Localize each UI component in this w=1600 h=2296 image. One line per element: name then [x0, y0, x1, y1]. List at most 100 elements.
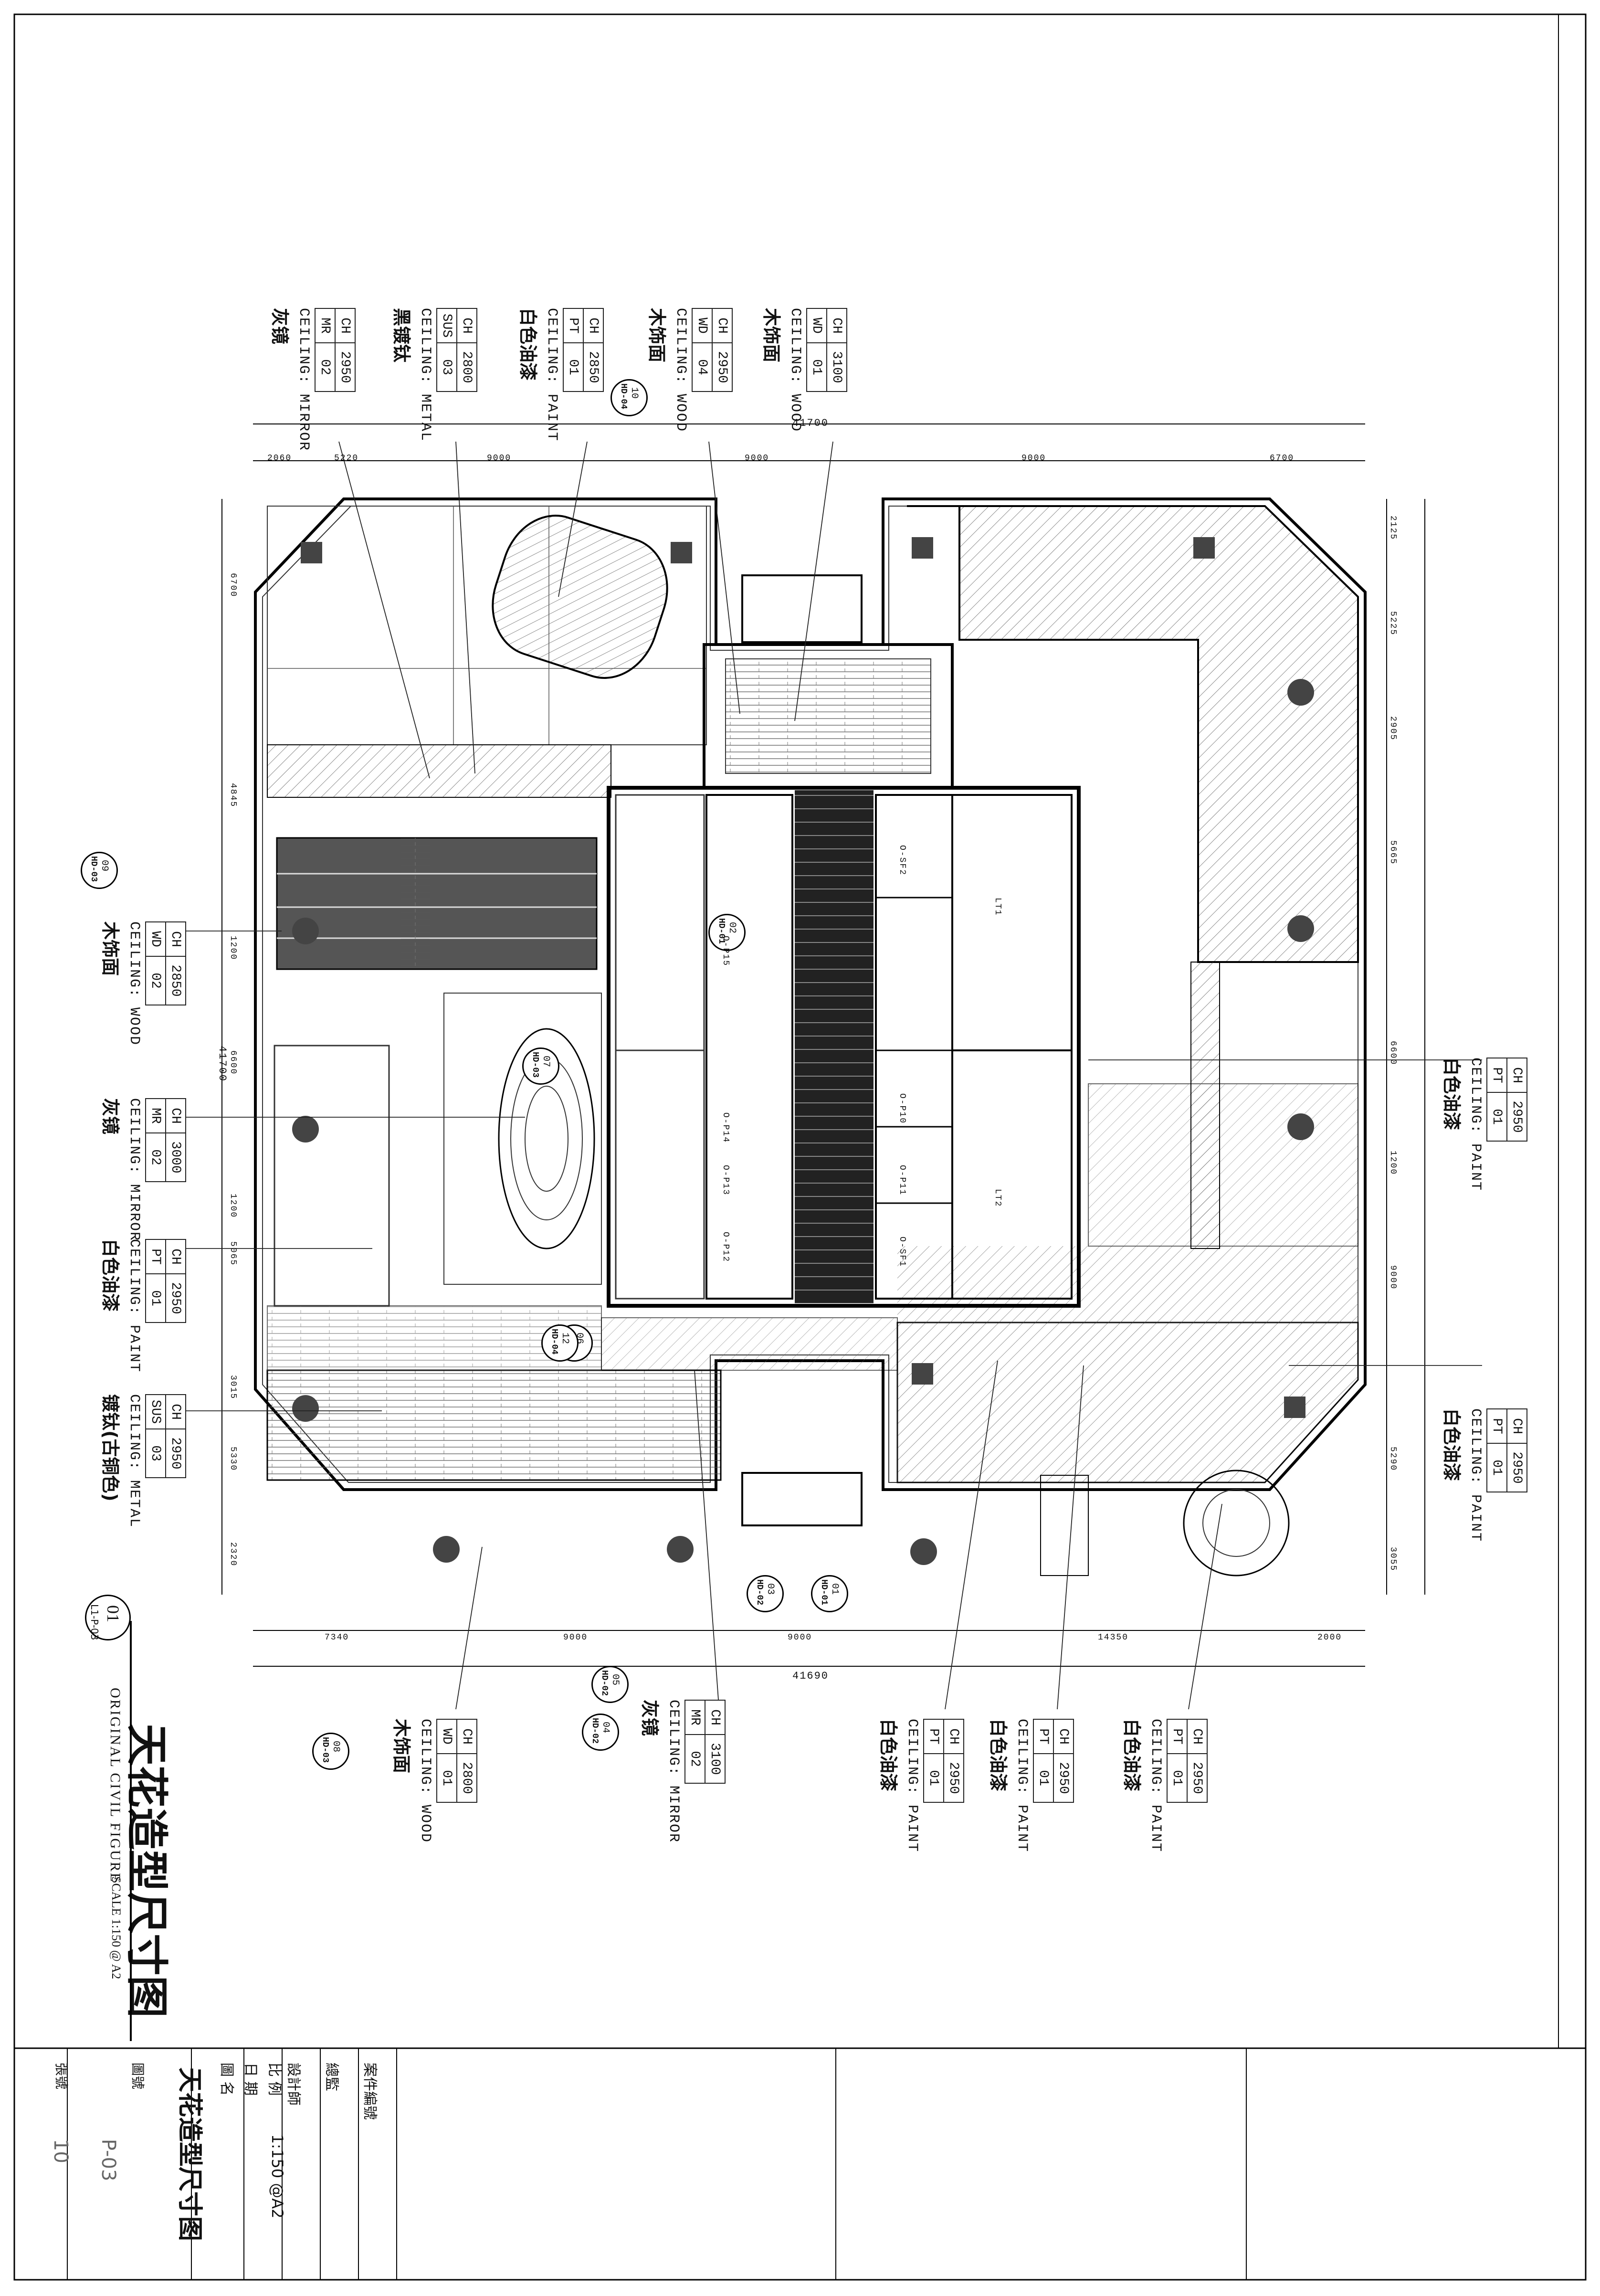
- tag-ch-label: CH: [944, 1720, 963, 1754]
- tag-ch-value: 2950: [1509, 1451, 1525, 1484]
- room-label: LT2: [993, 1189, 1002, 1207]
- tag-mat-label: PT: [924, 1720, 943, 1754]
- ceiling-type-text: CEILING: METAL: [126, 1394, 142, 1528]
- section-marker-number: 12: [559, 1333, 570, 1344]
- dim-text-left: 5065: [228, 1241, 238, 1266]
- dim-text-left: 3015: [228, 1375, 238, 1400]
- east-corridor: [1190, 962, 1220, 1249]
- tag-ch-label: CH: [166, 1099, 185, 1133]
- tag-ch-label: CH: [1507, 1058, 1526, 1093]
- tag-mat-value: 01: [1489, 1109, 1505, 1125]
- tag-ch-value: 2950: [1509, 1100, 1525, 1133]
- north-entry: [741, 574, 863, 643]
- ceiling-type-text: CEILING: PAINT: [1467, 1058, 1484, 1192]
- oval-ceiling-feature: [492, 515, 668, 679]
- tag-ch-value: 2950: [946, 1762, 961, 1794]
- hatched-zone-e: [1088, 1083, 1358, 1247]
- section-marker-number: 05: [610, 1674, 621, 1686]
- tag-ch-label: CH: [166, 1395, 185, 1429]
- tb-drawing-name: 天花造型尺寸图: [175, 2067, 204, 2242]
- lift-bank: [875, 794, 953, 1300]
- ceiling-type-text: CEILING: PAINT: [1147, 1719, 1164, 1853]
- top-total-dim: 41700: [792, 417, 829, 429]
- dim-text-right: 9000: [1388, 1265, 1398, 1290]
- dim-text-top: 2060: [267, 454, 292, 463]
- section-marker-number: 10: [629, 387, 640, 399]
- dim-text-right: 5665: [1388, 840, 1398, 865]
- dim-text-top: 9000: [1021, 454, 1046, 463]
- room-label: O-SF2: [897, 845, 907, 876]
- tb-field-scale: 比 例: [266, 2063, 283, 2096]
- dim-text-left: 4845: [228, 783, 238, 808]
- ceiling-type-text: CEILING: PAINT: [904, 1719, 920, 1853]
- tag-ch-label: CH: [1507, 1409, 1526, 1444]
- ceiling-finish-text: 木饰面: [646, 308, 667, 363]
- tag-mat-label: PT: [1034, 1720, 1053, 1754]
- room-label: LT1: [993, 898, 1002, 916]
- tag-ch-value: 2800: [459, 351, 474, 383]
- tag-ch-label: CH: [166, 1240, 185, 1274]
- mirror-zone-frame: [443, 993, 602, 1285]
- room-label: O-P14: [721, 1112, 730, 1143]
- dim-text-right: 5290: [1388, 1447, 1398, 1471]
- dim-text-bottom: 9000: [563, 1633, 588, 1642]
- tag-ch-value: 2950: [1056, 1762, 1071, 1794]
- dim-text-top: 5220: [334, 454, 359, 463]
- leader-lines: [172, 441, 1482, 1710]
- drawing-scale: SCALE 1:150 @ A2: [109, 1876, 123, 1979]
- tag-mat-value: 01: [1169, 1770, 1185, 1786]
- dim-text-left: 1200: [228, 936, 238, 961]
- tag-ch-label: CH: [705, 1701, 725, 1735]
- room-label: O-P15: [721, 936, 730, 967]
- ceiling-finish-text: 灰镜: [639, 1700, 660, 1736]
- section-marker-number: 02: [726, 922, 737, 934]
- section-marker-ref: HD-02: [600, 1670, 609, 1696]
- tag-mat-label: MR: [146, 1099, 165, 1133]
- dim-text-top: 9000: [487, 454, 512, 463]
- ceiling-type-text: CEILING: WOOD: [417, 1719, 433, 1843]
- tag-mat-value: 02: [148, 1149, 163, 1165]
- tag-ch-label: CH: [336, 309, 355, 343]
- tag-mat-value: 01: [809, 359, 824, 375]
- dim-text-left: 2320: [228, 1542, 238, 1567]
- ceiling-finish-text: 白色油漆: [1121, 1719, 1142, 1792]
- tb-sheet-no-label: 圖號: [130, 2063, 146, 2090]
- tag-ch-label: CH: [1054, 1720, 1073, 1754]
- tag-mat-label: SUS: [437, 309, 456, 343]
- dim-text-right: 6600: [1388, 1041, 1398, 1066]
- north-stair-box: [703, 643, 954, 789]
- section-marker-number: 09: [99, 860, 110, 872]
- ceiling-finish-text: 白色油漆: [1441, 1058, 1462, 1131]
- tag-ch-label: CH: [713, 309, 732, 343]
- section-marker-number: 01: [829, 1583, 840, 1595]
- section-marker-ref: HD-03: [320, 1737, 330, 1763]
- ceiling-type-text: CEILING: PAINT: [126, 1239, 142, 1373]
- tag-mat-label: MR: [685, 1701, 705, 1735]
- toilet-block: [615, 794, 705, 1300]
- tag-mat-label: WD: [693, 309, 712, 343]
- dim-text-bottom: 14350: [1098, 1633, 1129, 1642]
- tag-ch-value: 2950: [168, 1282, 183, 1314]
- tb-page-label: 張號: [53, 2063, 69, 2090]
- tag-mat-label: SUS: [146, 1395, 165, 1429]
- tag-mat-label: PT: [146, 1240, 165, 1274]
- ceiling-type-text: CEILING: MIRROR: [295, 308, 312, 452]
- mirror-ellipse-outer: [498, 1028, 595, 1249]
- south-entry: [741, 1472, 863, 1526]
